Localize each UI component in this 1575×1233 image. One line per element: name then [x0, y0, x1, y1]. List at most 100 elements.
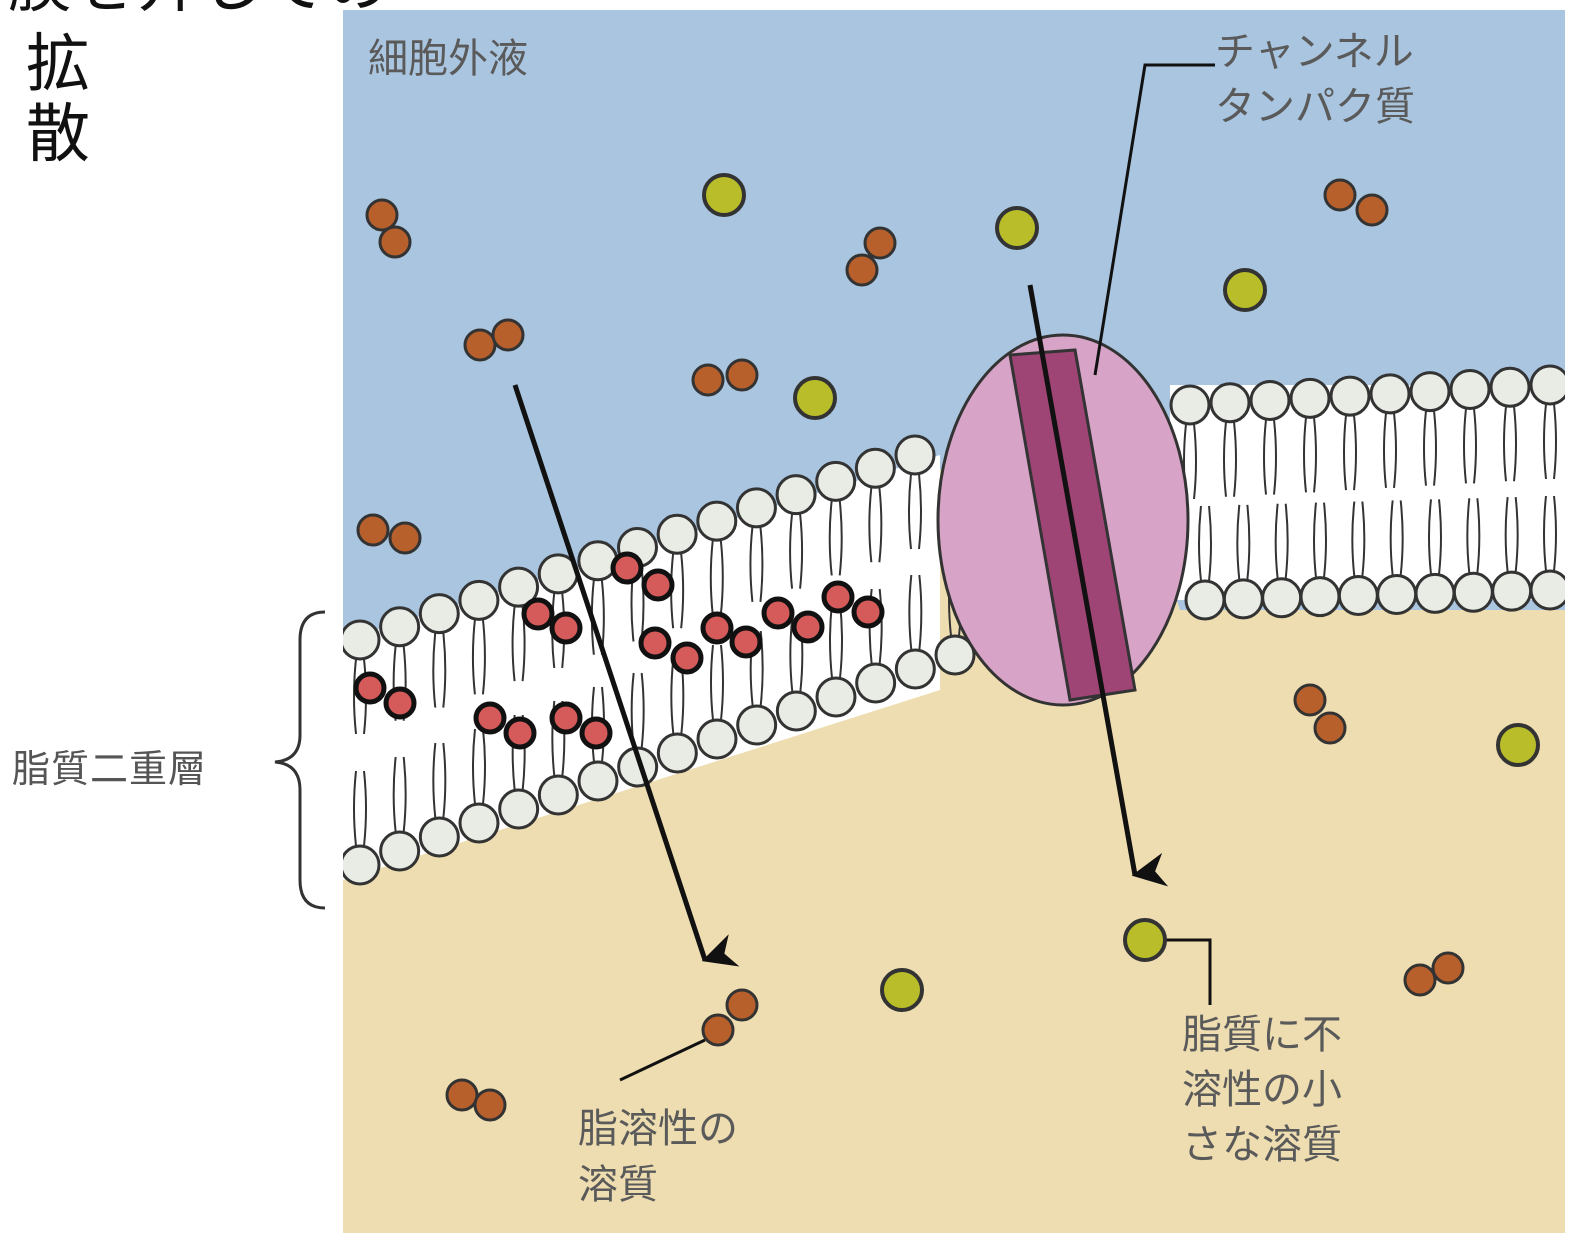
- solute-single: [1498, 725, 1538, 765]
- channel-label-2: タンパク質: [1215, 84, 1415, 130]
- lipid-head: [1339, 577, 1377, 615]
- lipid-head: [658, 734, 696, 772]
- lipid-head: [1224, 580, 1262, 618]
- lipid-head: [817, 678, 855, 716]
- extracellular-label: 細胞外液: [368, 36, 528, 82]
- lipid-head: [1531, 571, 1569, 609]
- lipid-head: [817, 462, 855, 500]
- highlighted-solute-atom: [764, 599, 792, 627]
- highlighted-solute-atom: [703, 614, 731, 642]
- lipid-head: [1186, 581, 1224, 619]
- solute-pair-atom: [380, 227, 410, 257]
- lipid-head: [1493, 572, 1531, 610]
- lipid-head: [1301, 578, 1339, 616]
- lipid-head: [698, 502, 736, 540]
- solute-pair-atom: [358, 515, 388, 545]
- solute-pair-atom: [475, 1090, 505, 1120]
- solute-pair-atom: [703, 1015, 733, 1045]
- channel-protein: [938, 335, 1188, 705]
- diagram-panel: 細胞外液 チャンネル タンパク質 脂溶性の 溶質 脂質に不 溶性の小 さな溶質: [341, 10, 1569, 1233]
- insoluble-label-2: 溶性の小: [1182, 1067, 1342, 1113]
- lipid-head: [1531, 366, 1569, 404]
- solute-pair-atom: [493, 320, 523, 350]
- lipid-head: [1371, 375, 1409, 413]
- lipid-head: [1416, 574, 1454, 612]
- highlighted-solute-atom: [613, 554, 641, 582]
- lipid-head: [381, 608, 419, 646]
- highlighted-solute-atom: [582, 719, 610, 747]
- solute-single: [704, 175, 744, 215]
- insoluble-label-1: 脂質に不: [1182, 1012, 1342, 1058]
- lipid-head: [1331, 377, 1369, 415]
- lipid-head: [777, 692, 815, 730]
- highlighted-solute-atom: [644, 571, 672, 599]
- lipid-head: [579, 762, 617, 800]
- lipid-head: [460, 581, 498, 619]
- lipid-head: [341, 621, 379, 659]
- highlighted-solute-atom: [386, 689, 414, 717]
- solute-pair-atom: [390, 523, 420, 553]
- solute-pair-atom: [447, 1080, 477, 1110]
- solute-pair-atom: [465, 330, 495, 360]
- lipid-head: [1171, 386, 1209, 424]
- highlighted-solute-atom: [476, 704, 504, 732]
- channel-label-1: チャンネル: [1215, 29, 1414, 75]
- lipid-head: [777, 476, 815, 514]
- solute-pair-atom: [1315, 713, 1345, 743]
- lipid-soluble-label-1: 脂溶性の: [578, 1106, 738, 1152]
- solute-pair-atom: [1357, 195, 1387, 225]
- solute-single: [1225, 270, 1265, 310]
- lipid-head: [1491, 368, 1529, 406]
- lipid-head: [738, 706, 776, 744]
- solute-pair-atom: [693, 365, 723, 395]
- solute-single: [997, 208, 1037, 248]
- highlighted-solute-atom: [732, 628, 760, 656]
- lipid-head: [420, 595, 458, 633]
- highlighted-solute-atom: [673, 644, 701, 672]
- solute-pair-atom: [847, 255, 877, 285]
- lipid-head: [500, 790, 538, 828]
- lipid-head: [381, 832, 419, 870]
- lipid-head: [1454, 573, 1492, 611]
- lipid-head: [857, 664, 895, 702]
- solute-pair-atom: [727, 990, 757, 1020]
- lipid-head: [698, 720, 736, 758]
- lipid-head: [579, 542, 617, 580]
- lipid-head: [539, 776, 577, 814]
- highlighted-solute-atom: [552, 614, 580, 642]
- highlighted-solute-atom: [506, 719, 534, 747]
- solute-pair-atom: [1433, 953, 1463, 983]
- solute-single: [1125, 920, 1165, 960]
- highlighted-solute-atom: [641, 629, 669, 657]
- solute-single: [882, 970, 922, 1010]
- solute-pair-atom: [367, 200, 397, 230]
- lipid-head: [658, 515, 696, 553]
- lipid-head: [1263, 579, 1301, 617]
- lipid-head: [460, 804, 498, 842]
- lipid-head: [737, 489, 775, 527]
- solute-pair-atom: [727, 360, 757, 390]
- highlighted-solute-atom: [794, 613, 822, 641]
- lipid-head: [896, 650, 934, 688]
- highlighted-solute-atom: [552, 704, 580, 732]
- highlighted-solute-atom: [824, 583, 852, 611]
- lipid-soluble-label-2: 溶質: [578, 1162, 658, 1208]
- lipid-head: [1211, 384, 1249, 422]
- lipid-head: [896, 436, 934, 474]
- solute-pair-atom: [1295, 685, 1325, 715]
- lipid-head: [341, 846, 379, 884]
- highlighted-solute-atom: [524, 600, 552, 628]
- lipid-head: [1251, 382, 1289, 420]
- solute-pair-atom: [865, 228, 895, 258]
- highlighted-solute-atom: [356, 674, 384, 702]
- lipid-head: [1451, 370, 1489, 408]
- highlighted-solute-atom: [854, 598, 882, 626]
- lipid-head: [420, 818, 458, 856]
- bilayer-bracket: [275, 612, 325, 908]
- lipid-head: [1378, 575, 1416, 613]
- solute-pair-atom: [1325, 180, 1355, 210]
- lipid-head: [856, 449, 894, 487]
- lipid-head: [1291, 379, 1329, 417]
- solute-pair-atom: [1405, 965, 1435, 995]
